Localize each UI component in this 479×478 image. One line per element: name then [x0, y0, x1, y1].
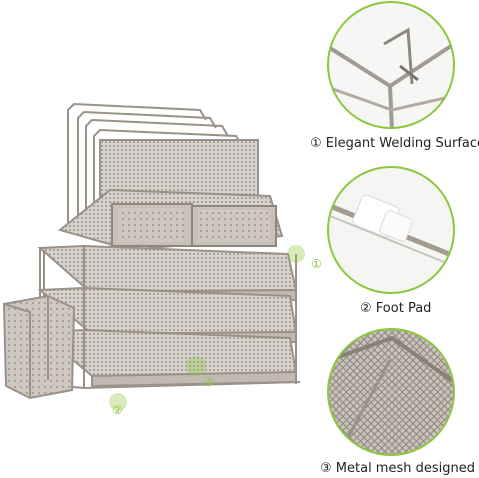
marker-3: ③ — [186, 356, 214, 389]
marker-1: ① — [287, 245, 322, 271]
desk-organizer — [2, 102, 301, 400]
letter-tray-3 — [37, 328, 298, 388]
marker-2-number: ② — [112, 403, 123, 417]
caption-welding-surface: ① Elegant Welding Surface — [310, 136, 479, 151]
file-sorter — [67, 102, 259, 232]
detail-circle-foot-pad — [327, 166, 455, 294]
marker-1-number: ① — [311, 257, 322, 271]
caption-metal-mesh: ③ Metal mesh designed — [320, 461, 475, 476]
detail-circle-mesh — [327, 328, 455, 456]
marker-3-number: ③ — [203, 375, 214, 389]
detail-circle-welding — [327, 1, 455, 129]
top-tray — [57, 188, 284, 252]
side-pen-holder — [2, 294, 76, 400]
marker-2: ② — [109, 393, 127, 417]
caption-foot-pad: ② Foot Pad — [360, 301, 432, 316]
